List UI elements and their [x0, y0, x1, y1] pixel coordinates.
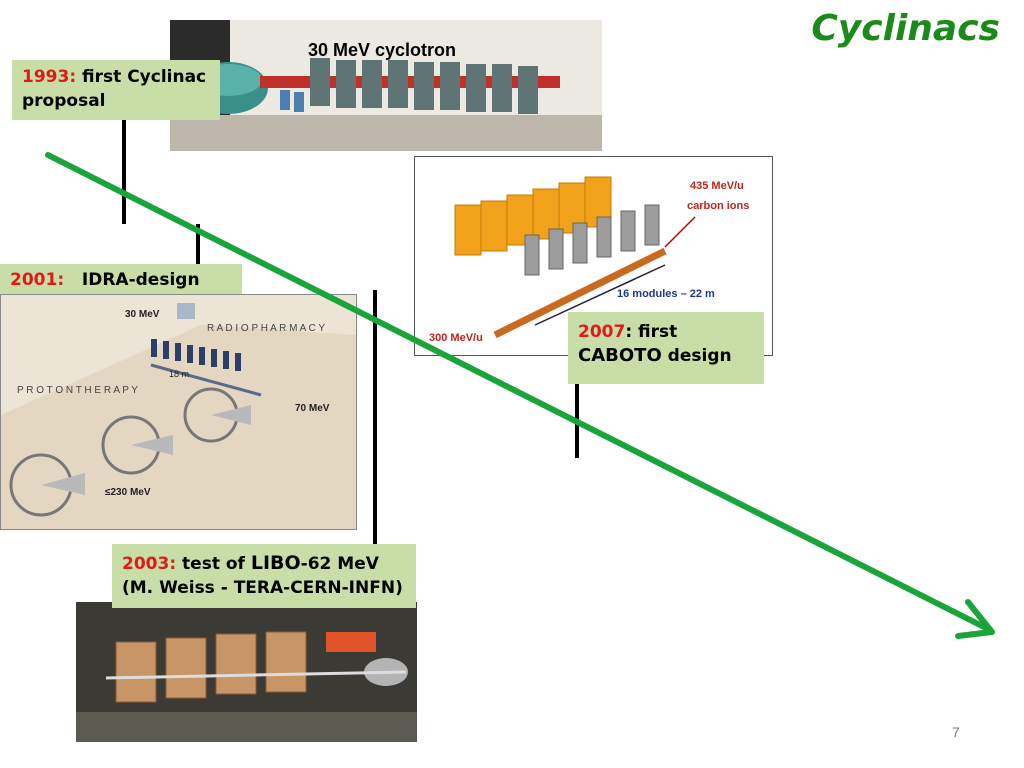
note-1993-text: first Cyclinac	[76, 67, 207, 87]
year-2001: 2001:	[10, 270, 65, 290]
libo-photo	[76, 602, 417, 742]
libo-name: LIBO	[250, 552, 301, 574]
idra-label-radiopharmacy: R A D I O P H A R M A C Y	[207, 323, 325, 334]
note-2001: 2001: IDRA-design	[0, 264, 242, 298]
year-2003: 2003:	[122, 554, 177, 574]
note-2003: 2003: test of LIBO-62 MeV (M. Weiss - TE…	[112, 544, 416, 608]
note-2003-text-2: (M. Weiss - TERA-CERN-INFN)	[122, 578, 403, 598]
tick-2003	[373, 290, 377, 546]
note-1993-text-2: proposal	[22, 91, 106, 111]
caboto-energy-out-2: carbon ions	[687, 200, 749, 212]
idra-label-30: 30 MeV	[125, 309, 160, 320]
note-2007-text-2: design	[661, 346, 732, 366]
note-2001-text: IDRA-design	[81, 270, 200, 290]
tick-1993	[122, 120, 126, 224]
note-2003-text-c: -62 MeV	[300, 554, 379, 574]
caboto-energy-out-1: 435 MeV/u	[690, 180, 744, 192]
slide-title: Cyclinacs	[811, 8, 1000, 49]
idra-label-18m: 18 m	[169, 369, 189, 379]
year-1993: 1993:	[22, 67, 77, 87]
idra-label-protontherapy: P R O T O N T H E R A P Y	[17, 385, 138, 396]
caboto-energy-in: 300 MeV/u	[429, 332, 483, 344]
caboto-modules-label: 16 modules – 22 m	[617, 288, 715, 300]
cyclotron-photo: 30 MeV cyclotron	[170, 20, 602, 151]
note-2007: 2007: first CABOTO design	[568, 312, 764, 384]
idra-label-230: ≤230 MeV	[105, 487, 151, 498]
note-2003-text-a: test of	[176, 554, 251, 574]
note-1993: 1993: first Cyclinac proposal	[12, 60, 220, 120]
idra-diagram: 30 MeV R A D I O P H A R M A C Y P R O T…	[0, 294, 357, 530]
note-2007-text: : first	[625, 322, 678, 342]
caboto-name: CABOTO	[578, 345, 662, 366]
year-2007: 2007	[578, 322, 626, 342]
tick-2007	[575, 384, 579, 458]
page-number: 7	[952, 724, 960, 740]
tick-2001	[196, 224, 200, 264]
idra-label-70: 70 MeV	[295, 403, 330, 414]
cyclotron-caption: 30 MeV cyclotron	[308, 40, 456, 60]
